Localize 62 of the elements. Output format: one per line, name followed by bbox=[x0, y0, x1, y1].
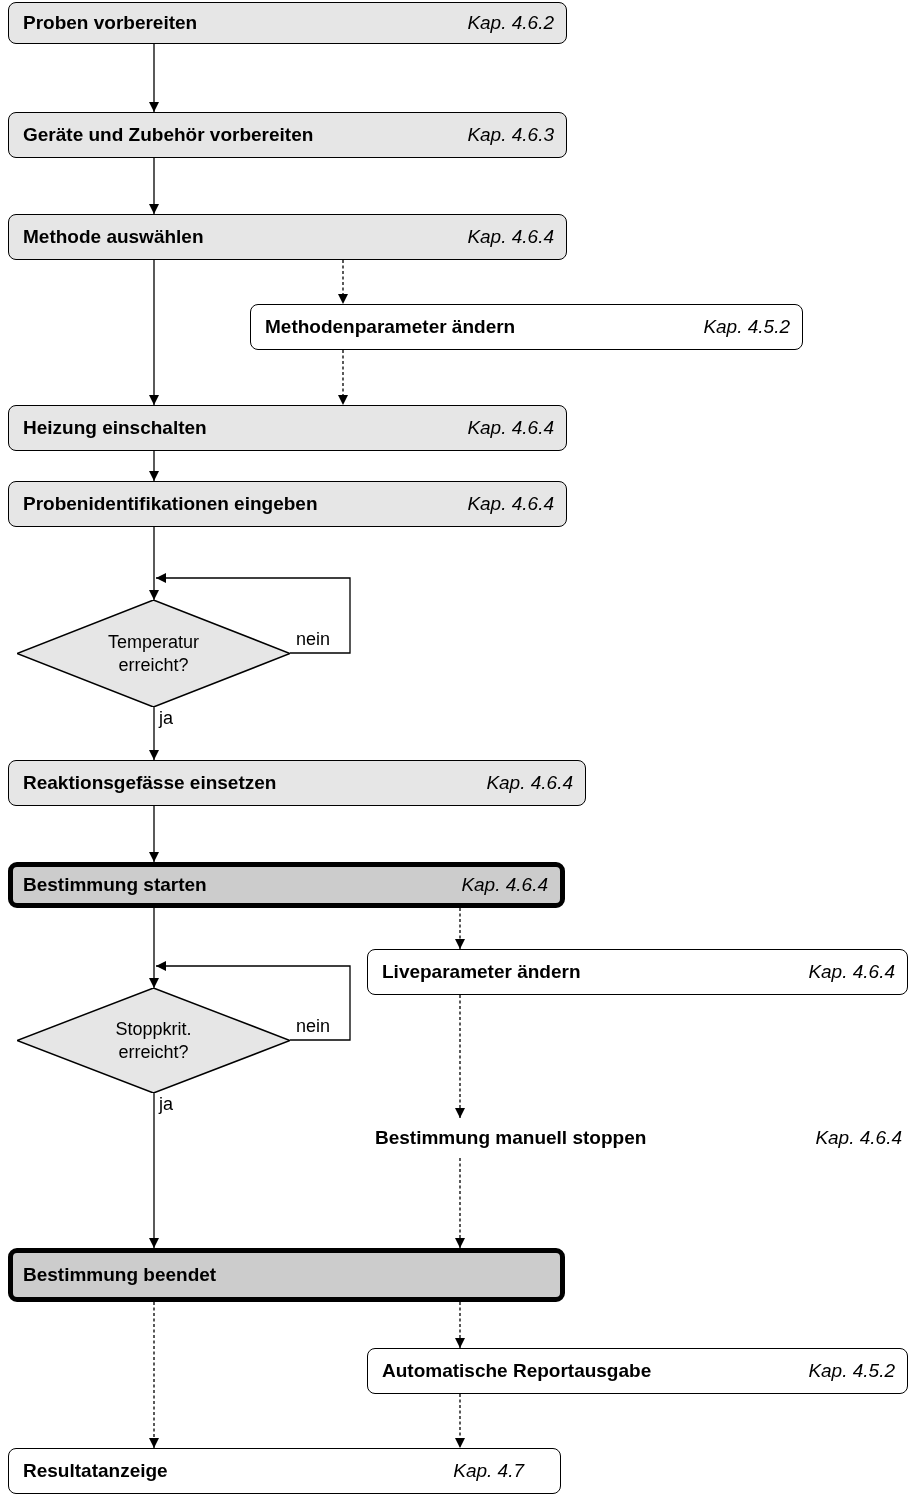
dashed-arrow bbox=[338, 259, 348, 305]
chapter-reference: Kap. 4.6.4 bbox=[815, 1127, 902, 1149]
chapter-reference: Kap. 4.6.4 bbox=[467, 226, 554, 248]
process-box bbox=[8, 214, 567, 260]
dashed-arrow bbox=[338, 349, 348, 406]
chapter-reference: Kap. 4.5.2 bbox=[703, 316, 790, 338]
step-title: Methode auswählen bbox=[23, 226, 204, 248]
chapter-reference: Kap. 4.6.4 bbox=[467, 417, 554, 439]
arrow bbox=[149, 526, 159, 601]
arrow bbox=[149, 259, 159, 406]
process-box bbox=[8, 760, 586, 806]
chapter-reference: Kap. 4.6.4 bbox=[467, 493, 554, 515]
key-step-box bbox=[8, 862, 565, 908]
chapter-reference: Kap. 4.6.2 bbox=[467, 12, 554, 34]
decision-text: Temperatur erreicht? bbox=[106, 631, 200, 676]
arrow bbox=[149, 450, 159, 482]
edge-label: ja bbox=[158, 1095, 174, 1115]
step-title: Reaktionsgefässe einsetzen bbox=[23, 772, 277, 794]
process-box bbox=[8, 2, 567, 44]
step-title: Heizung einschalten bbox=[23, 417, 207, 439]
step-title: Probenidentifikationen eingeben bbox=[23, 493, 318, 515]
decision-text: Stoppkrit. erreicht? bbox=[114, 1018, 193, 1063]
chapter-reference: Kap. 4.6.4 bbox=[808, 961, 895, 983]
arrow bbox=[149, 43, 159, 113]
decision-diamond bbox=[17, 988, 290, 1093]
process-box bbox=[8, 405, 567, 451]
optional-step-box bbox=[367, 949, 908, 995]
step-title: Methodenparameter ändern bbox=[265, 316, 516, 338]
arrow bbox=[155, 961, 351, 1041]
arrow bbox=[149, 805, 159, 863]
dashed-arrow bbox=[455, 1301, 465, 1349]
dashed-arrow bbox=[455, 994, 465, 1119]
chapter-reference: Kap. 4.5.2 bbox=[808, 1360, 895, 1382]
step-title: Geräte und Zubehör vorbereiten bbox=[23, 124, 314, 146]
dashed-arrow bbox=[455, 1393, 465, 1449]
optional-step-box bbox=[367, 1348, 908, 1394]
step-title: Bestimmung manuell stoppen bbox=[375, 1127, 647, 1149]
chapter-reference: Kap. 4.6.4 bbox=[486, 772, 573, 794]
dashed-arrow bbox=[455, 1157, 465, 1249]
step-title: Liveparameter ändern bbox=[382, 961, 581, 983]
step-title: Resultatanzeige bbox=[23, 1460, 168, 1482]
process-box bbox=[8, 112, 567, 158]
edge-label: ja bbox=[158, 709, 174, 729]
arrow bbox=[149, 907, 159, 989]
chapter-reference: Kap. 4.6.4 bbox=[461, 874, 548, 896]
dashed-arrow bbox=[149, 1301, 159, 1449]
key-step-box bbox=[8, 1248, 565, 1302]
arrow bbox=[149, 1092, 159, 1249]
arrow bbox=[149, 706, 159, 761]
chapter-reference: Kap. 4.6.3 bbox=[467, 124, 554, 146]
arrow bbox=[155, 573, 351, 654]
step-title: Bestimmung starten bbox=[23, 874, 207, 896]
chapter-reference: Kap. 4.7 bbox=[453, 1460, 524, 1482]
step-title: Proben vorbereiten bbox=[23, 12, 198, 34]
process-box bbox=[8, 481, 567, 527]
arrow bbox=[149, 157, 159, 215]
dashed-arrow bbox=[455, 907, 465, 950]
decision-diamond bbox=[17, 600, 290, 707]
step-title: Automatische Reportausgabe bbox=[382, 1360, 652, 1382]
optional-step-box bbox=[8, 1448, 561, 1494]
optional-step-box bbox=[250, 304, 803, 350]
step-title: Bestimmung beendet bbox=[23, 1264, 217, 1286]
